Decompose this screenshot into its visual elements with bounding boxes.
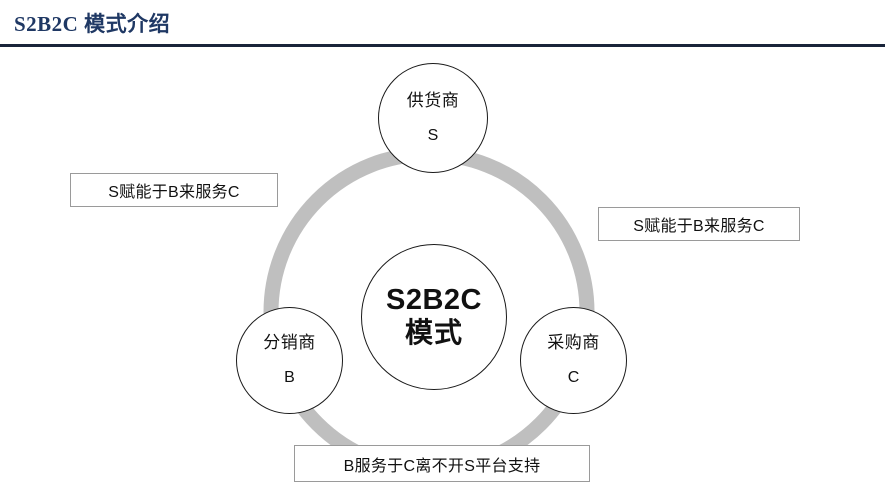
callout-right: S赋能于B来服务C [598, 207, 800, 241]
node-buyer[interactable]: 采购商 C [520, 307, 627, 414]
node-distributor-code: B [284, 369, 295, 387]
node-supplier[interactable]: 供货商 S [378, 63, 488, 173]
node-supplier-code: S [427, 126, 439, 144]
node-buyer-code: C [567, 369, 580, 387]
callout-bottom: B服务于C离不开S平台支持 [294, 445, 590, 482]
title-divider [0, 44, 885, 47]
callout-left: S赋能于B来服务C [70, 173, 278, 207]
node-distributor-label: 分销商 [263, 333, 316, 353]
s2b2c-cycle-diagram: 供货商 S 分销商 B 采购商 C S2B2C 模式 S赋能于B来服务C S赋能… [0, 48, 885, 500]
center-hub-subtitle: 模式 [404, 317, 463, 349]
node-supplier-label: 供货商 [406, 90, 460, 110]
node-buyer-label: 采购商 [547, 333, 600, 353]
page-title: S2B2C 模式介绍 [14, 12, 171, 36]
node-distributor[interactable]: 分销商 B [236, 307, 343, 414]
node-center-hub[interactable]: S2B2C 模式 [361, 244, 507, 390]
center-hub-title: S2B2C [386, 283, 482, 316]
